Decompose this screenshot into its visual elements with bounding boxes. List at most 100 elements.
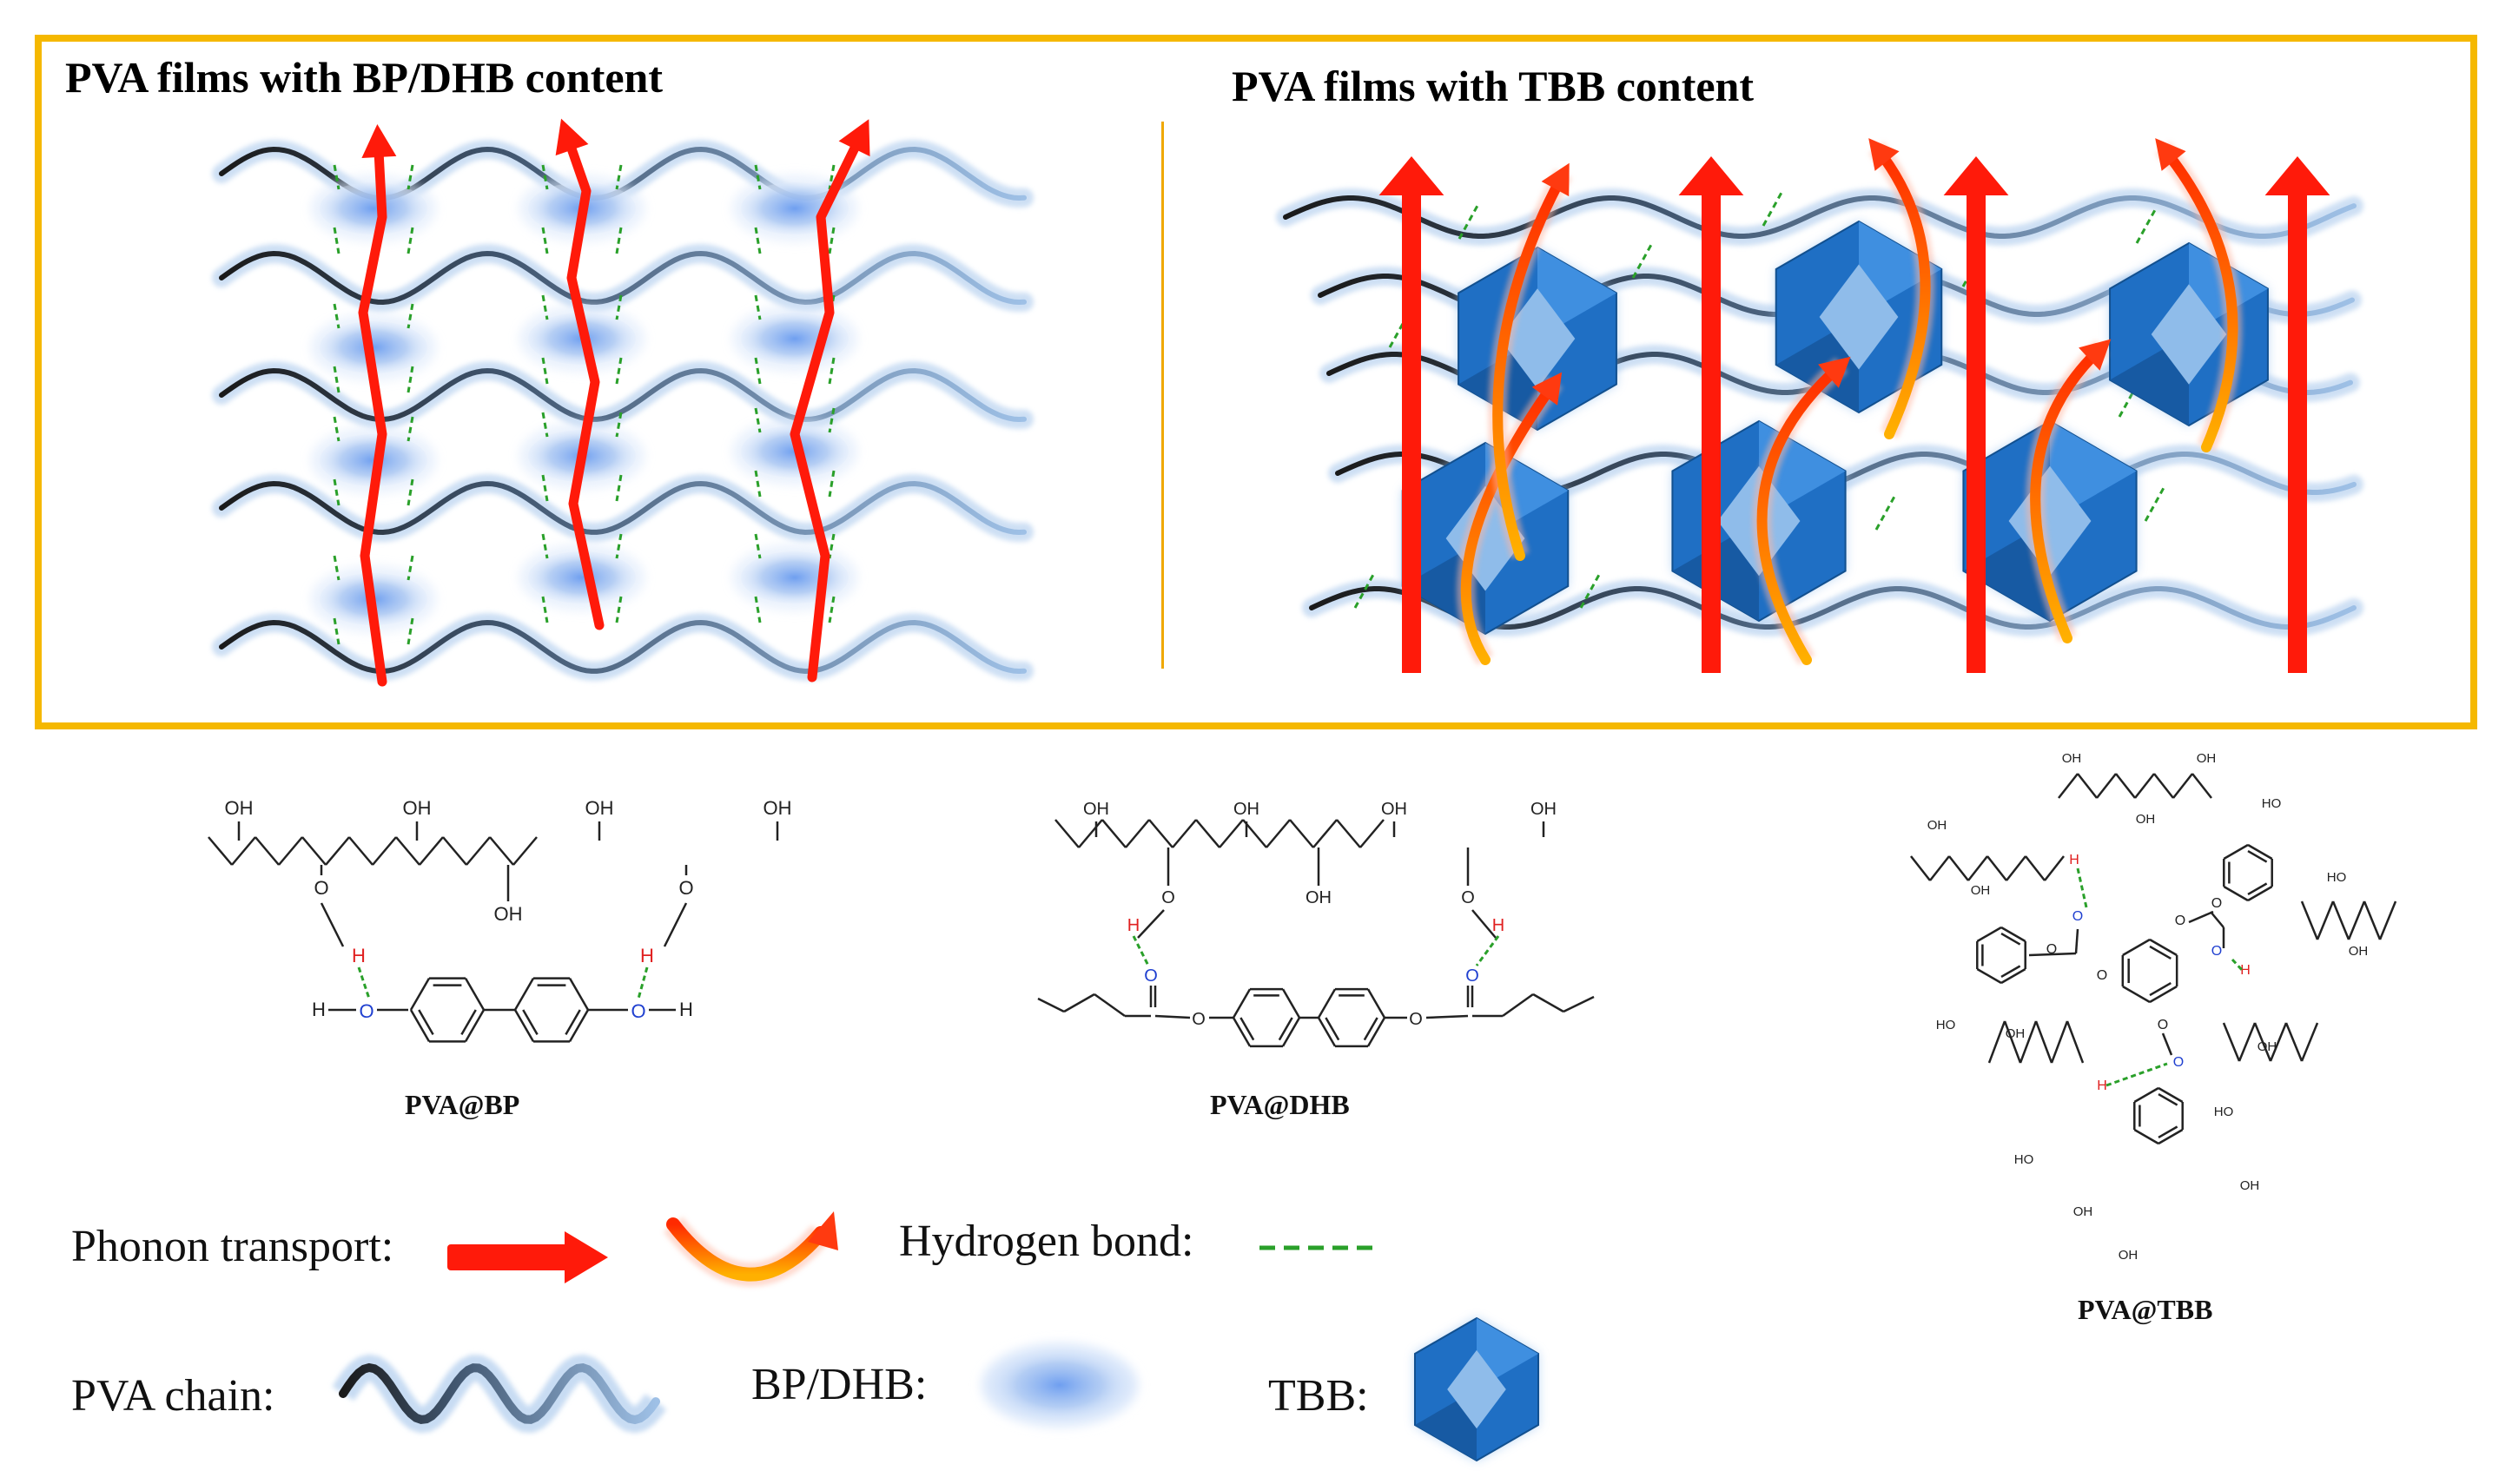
bond xyxy=(2153,773,2174,799)
bond xyxy=(255,836,280,866)
bond xyxy=(442,836,467,866)
legend-bpdhb-label: BP/DHB: xyxy=(751,1360,928,1409)
bond xyxy=(2149,945,2172,960)
hydrogen-bond xyxy=(1132,935,1150,966)
atom-label: OH xyxy=(1381,800,1407,819)
hydrogen-bond xyxy=(407,416,414,442)
bond xyxy=(1232,988,1252,1019)
phonon-arrow-head xyxy=(1378,156,1444,195)
scatter-arrow xyxy=(1756,359,1847,665)
bond xyxy=(489,836,514,866)
bond xyxy=(2034,1020,2053,1064)
scatter-arrow-head xyxy=(1541,162,1570,197)
hydrogen-bond xyxy=(828,470,836,498)
bond xyxy=(464,1009,486,1042)
atom-label: OH xyxy=(1530,800,1557,819)
bond xyxy=(409,1009,431,1042)
bond xyxy=(2149,938,2178,957)
pva-chain xyxy=(1283,195,2357,239)
atom-label: O xyxy=(2158,1018,2168,1032)
hydrogen-bond xyxy=(615,164,623,190)
bp-dhb-molecule xyxy=(741,313,849,365)
atom-label: O xyxy=(1144,966,1158,986)
bond xyxy=(2223,885,2249,902)
atom-label: OH xyxy=(585,797,614,819)
scatter-arrow-head xyxy=(1531,372,1563,406)
bond xyxy=(1078,819,1103,848)
legend-phonon-arrow-shaft xyxy=(447,1244,569,1270)
legend-symbols xyxy=(332,1211,1540,1462)
scatter-arrow xyxy=(2030,342,2107,643)
scatter-arrow-head xyxy=(2155,138,2186,171)
bond xyxy=(1987,1020,2006,1064)
bond xyxy=(2028,952,2077,957)
bond xyxy=(2316,900,2335,940)
bond xyxy=(1232,1017,1252,1047)
bond xyxy=(2058,773,2079,799)
bond xyxy=(2158,1125,2178,1139)
atom-label: H xyxy=(2069,853,2079,867)
atom-label: O xyxy=(359,1000,373,1022)
tbb-center-facet xyxy=(1447,1349,1506,1429)
bond xyxy=(231,836,256,866)
bond xyxy=(1037,997,1065,1013)
hydrogen-bond xyxy=(754,596,762,623)
bond xyxy=(2188,910,2214,924)
bond xyxy=(2000,967,2026,985)
hydrogen-bond xyxy=(1762,190,1784,227)
atom-label: OH xyxy=(2073,1204,2093,1219)
atom-label: H xyxy=(1127,916,1140,935)
hydrogen-bond xyxy=(615,596,623,623)
phonon-arrow-head xyxy=(2264,156,2330,195)
bp-dhb-molecule xyxy=(528,551,636,603)
bond xyxy=(2300,900,2319,940)
bond xyxy=(1137,909,1165,939)
hydrogen-bond xyxy=(357,966,371,999)
bond xyxy=(2269,1022,2288,1062)
atom-label: HO xyxy=(2262,796,2282,811)
bond xyxy=(1195,819,1220,848)
atom-label: H xyxy=(2097,1078,2107,1093)
bond xyxy=(1976,967,2002,985)
hydrogen-bond xyxy=(828,357,836,385)
bond xyxy=(464,978,486,1011)
bond xyxy=(409,978,431,1011)
legend-scatter-arrow xyxy=(666,1217,828,1282)
bond xyxy=(2050,1020,2069,1064)
atom-label: OH xyxy=(2240,1178,2260,1193)
bond xyxy=(1363,1017,1378,1041)
bond xyxy=(565,1009,581,1035)
bond xyxy=(2122,985,2151,1004)
bond xyxy=(1154,1014,1191,1019)
hydrogen-bond xyxy=(615,294,623,320)
hydrogen-bond xyxy=(541,533,549,559)
atom-label: OH xyxy=(1306,888,1332,907)
bond xyxy=(2096,773,2117,799)
legend-chain xyxy=(339,1362,660,1425)
hydrogen-bond xyxy=(828,227,836,254)
hydrogen-bond xyxy=(541,412,549,438)
atom-label: HO xyxy=(2214,1105,2234,1119)
bp-dhb-molecule xyxy=(320,434,427,486)
bond xyxy=(1281,1017,1301,1047)
hydrogen-bond xyxy=(333,416,340,442)
hydrogen-bond xyxy=(407,478,414,506)
bond xyxy=(2000,926,2026,943)
bond xyxy=(2115,773,2136,799)
pva-chain xyxy=(219,250,1027,306)
scatter-arrow-head xyxy=(1818,356,1851,388)
bond xyxy=(2223,843,2249,861)
hydrogen-bond xyxy=(333,366,340,393)
bond xyxy=(2006,855,2026,881)
bp-dhb-molecule xyxy=(741,551,849,603)
bond xyxy=(2158,1092,2178,1106)
phonon-arrow-shaft xyxy=(1402,191,1421,673)
bond xyxy=(2122,938,2151,957)
bond xyxy=(1317,988,1337,1019)
bond xyxy=(395,836,420,866)
bond xyxy=(1094,993,1126,1018)
phonon-path-head xyxy=(838,119,870,157)
hydrogen-bond xyxy=(333,227,340,254)
hydrogen-bond xyxy=(541,164,549,190)
hydrogen-bond xyxy=(541,294,549,320)
